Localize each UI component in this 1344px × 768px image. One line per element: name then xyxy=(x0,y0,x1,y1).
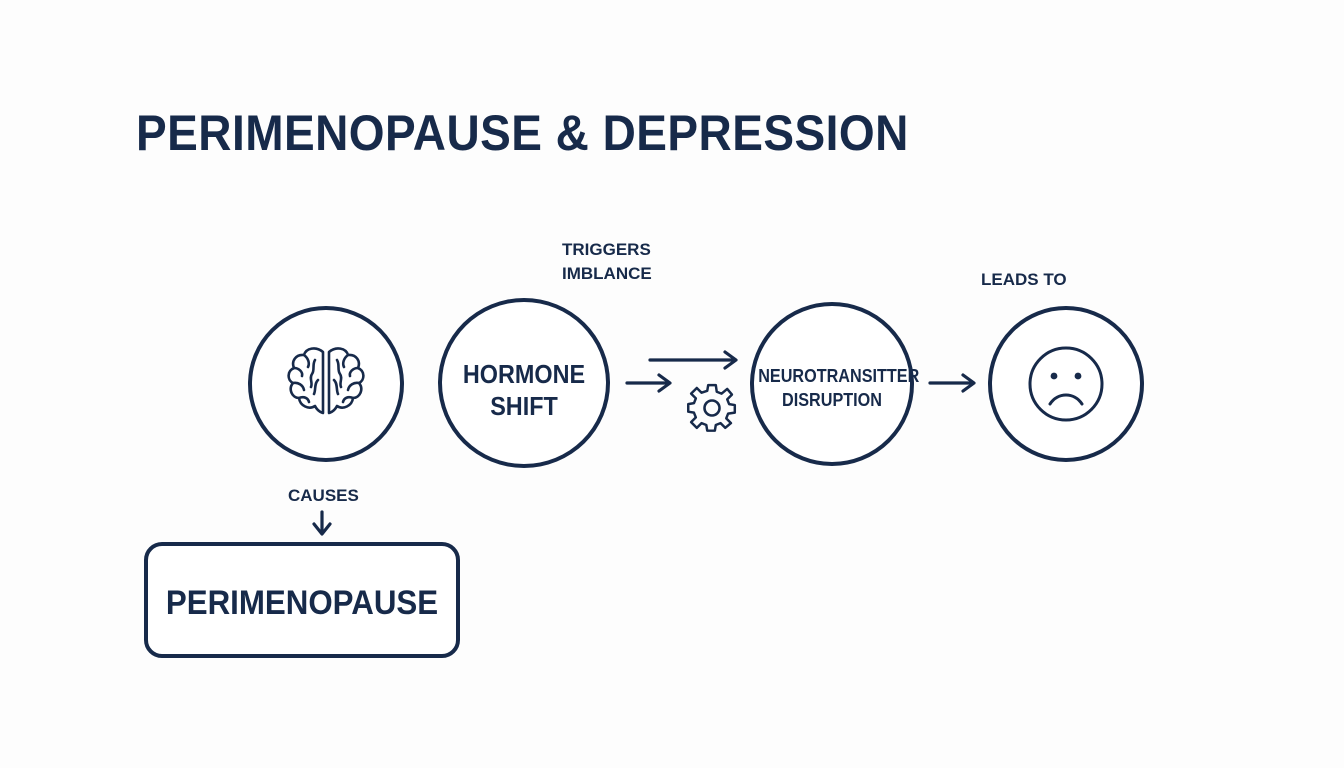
brain-node xyxy=(248,306,404,462)
brain-icon xyxy=(287,347,365,415)
label-causes: CAUSES xyxy=(288,486,359,505)
neurotransmitter-disruption-node: NEUROTRANSITTER DISRUPTION xyxy=(750,302,920,466)
hormone-shift-node: HORMONE SHIFT xyxy=(438,298,610,468)
gear-icon xyxy=(687,383,737,432)
label-triggers-imbalance: TRIGGERS IMBLANCE xyxy=(562,240,652,283)
depression-node xyxy=(988,306,1144,462)
neurotransmitter-disruption-text: NEUROTRANSITTER DISRUPTION xyxy=(758,366,920,410)
page-title: PERIMENOPAUSE & DEPRESSION xyxy=(136,105,909,161)
arrow-hormone-to-neuro xyxy=(625,373,672,393)
perimenopause-box: PERIMENOPAUSE xyxy=(144,542,460,658)
hormone-shift-text: HORMONE SHIFT xyxy=(462,359,586,421)
arrow-causes xyxy=(312,510,332,536)
label-leads-to: LEADS TO xyxy=(981,270,1067,289)
sad-face-icon xyxy=(1028,346,1104,422)
arrow-leads-to xyxy=(928,373,976,393)
arrow-triggers xyxy=(648,350,738,370)
perimenopause-text: PERIMENOPAUSE xyxy=(165,584,439,622)
